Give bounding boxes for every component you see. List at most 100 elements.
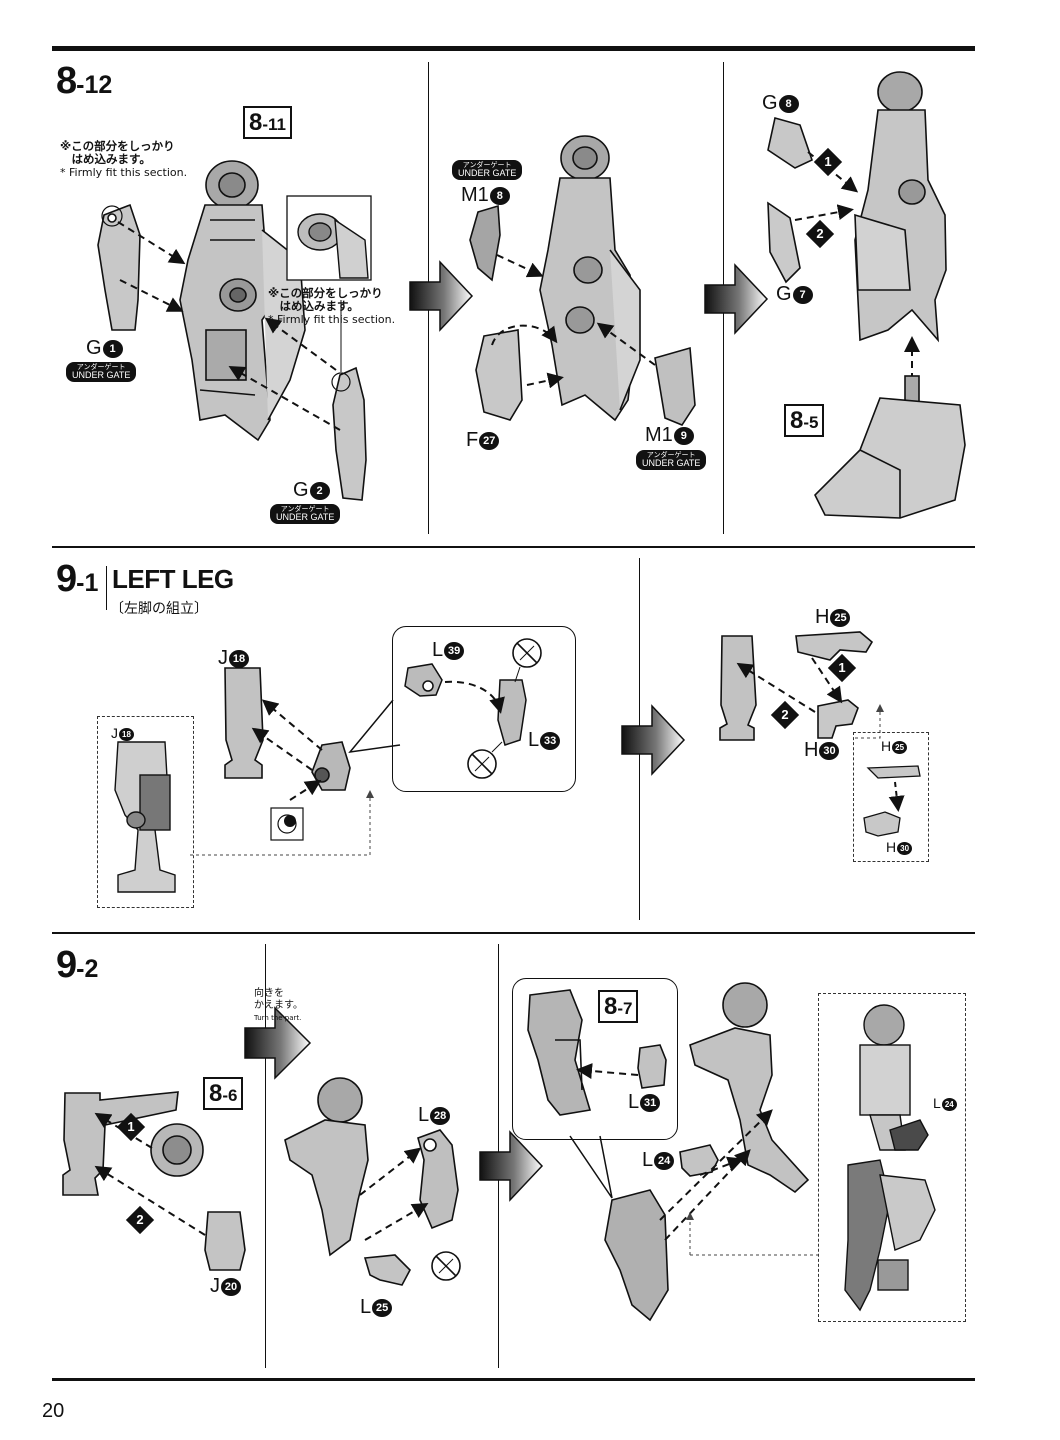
- thigh-shell-8-7: [527, 989, 592, 1116]
- fit-note-left-en: * Firmly fit this section.: [60, 166, 188, 179]
- label-h25-letter: H: [815, 606, 830, 628]
- step-9-1-main: 9: [56, 558, 77, 600]
- label-g1-letter: G: [86, 337, 102, 359]
- part-m1-9-drawing: [654, 346, 696, 426]
- ref-8-6: 8-6: [203, 1077, 244, 1110]
- label-l24-letter: L: [642, 1149, 654, 1171]
- no-cut-icon-3: [431, 1251, 461, 1281]
- ref-8-5: 8-5: [784, 404, 825, 437]
- label-h30-num: 30: [819, 742, 840, 760]
- ref-8-11: 8-11: [243, 106, 292, 139]
- label-l28-num: 28: [430, 1107, 451, 1125]
- label-j20-letter: J: [210, 1275, 220, 1297]
- page-number: 20: [42, 1400, 65, 1422]
- label-l24-inset-letter: L: [933, 1095, 941, 1111]
- label-j18-inset-letter: J: [111, 725, 118, 741]
- step-9-1-sub: -1: [76, 569, 99, 597]
- order-1-9-2: 1: [127, 1119, 135, 1134]
- section-title-left-leg: LEFT LEG: [112, 564, 234, 594]
- inset-9-2-box: [818, 993, 966, 1322]
- top-rule: [52, 46, 975, 51]
- divider-h-1: [52, 546, 975, 548]
- part-l-cap-drawing: [311, 741, 351, 791]
- label-l24-num: 24: [654, 1152, 675, 1170]
- label-g8-num: 8: [778, 95, 799, 113]
- flow-arrow-9-2-turn: [244, 1006, 312, 1080]
- label-g7-letter: G: [776, 283, 792, 305]
- label-f27-letter: F: [466, 429, 479, 451]
- step-9-2-main: 9: [56, 944, 77, 986]
- ref-8-7: 8-7: [598, 990, 639, 1023]
- label-h30-letter: H: [804, 739, 819, 761]
- label-l39-letter: L: [432, 639, 444, 661]
- callout-box-9-1: [392, 626, 576, 792]
- label-h30-inset-num: 30: [897, 842, 913, 855]
- order-2-9-1: 2: [781, 707, 789, 722]
- under-gate-en: UNDER GATE: [72, 370, 131, 380]
- label-m1-8-letter: M1: [461, 184, 489, 206]
- label-l39-num: 39: [444, 642, 465, 660]
- label-h25-inset-letter: H: [881, 738, 892, 754]
- ref-8-7-sub: -7: [617, 999, 633, 1018]
- label-g7-num: 7: [792, 286, 813, 304]
- inset-9-2-right-drawing: [844, 1004, 936, 1312]
- ref-8-11-sub: -11: [262, 115, 286, 134]
- part-l31-drawing: [637, 1044, 667, 1089]
- order-1-8-12: 1: [824, 154, 832, 169]
- waist-assembly-8-5: [814, 375, 966, 519]
- label-h25-inset-num: 25: [892, 741, 908, 754]
- label-m1-8-num: 8: [489, 187, 510, 205]
- fit-note-right: ※この部分をしっかり はめ込みます。 * Firmly fit this sec…: [268, 287, 418, 327]
- part-g8-drawing: [767, 117, 813, 169]
- part-g2-drawing: [332, 366, 367, 501]
- label-f27-num: 27: [479, 432, 500, 450]
- upper-body-assembly: [854, 71, 947, 343]
- fit-marker-left: [101, 205, 123, 227]
- turn-part-note-jp: 向きを かえます。: [254, 988, 303, 1011]
- leg-assembly-9-2-right: [689, 982, 810, 1194]
- label-l25-num: 25: [372, 1299, 393, 1317]
- part-l24-inset-drawing: [889, 1119, 929, 1151]
- part-j20-drawing: [204, 1211, 246, 1271]
- part-g7-drawing: [767, 201, 801, 284]
- part-m1-8-drawing: [469, 204, 501, 282]
- ref-8-11-main: 8: [249, 109, 263, 136]
- under-gate-jp: アンダーゲート: [462, 162, 512, 169]
- order-2-8-12: 2: [816, 226, 824, 241]
- no-cut-icon-2: [467, 749, 497, 779]
- part-j18-inset-drawing: [114, 741, 176, 893]
- part-l24-drawing: [679, 1144, 719, 1177]
- under-gate-jp: アンダーゲート: [646, 452, 696, 459]
- step-9-2-sub: -2: [76, 955, 99, 983]
- under-gate-jp: アンダーゲート: [76, 364, 126, 371]
- label-g8-letter: G: [762, 92, 778, 114]
- step-8-12-main: 8: [56, 60, 77, 102]
- turn-part-note: 向きを かえます。 Turn the part.: [254, 988, 303, 1024]
- label-g2-num: 2: [309, 482, 330, 500]
- ref-8-6-main: 8: [209, 1080, 223, 1107]
- part-g1-drawing: [97, 203, 141, 331]
- ref-8-7-main: 8: [604, 993, 618, 1020]
- section-subtitle-left-leg: 〔左脚の組立〕: [110, 601, 208, 617]
- label-l33-num: 33: [540, 732, 561, 750]
- torso-assembly-step2: [539, 135, 641, 422]
- turn-part-note-en: Turn the part.: [254, 1014, 302, 1022]
- bottom-rule: [52, 1378, 975, 1381]
